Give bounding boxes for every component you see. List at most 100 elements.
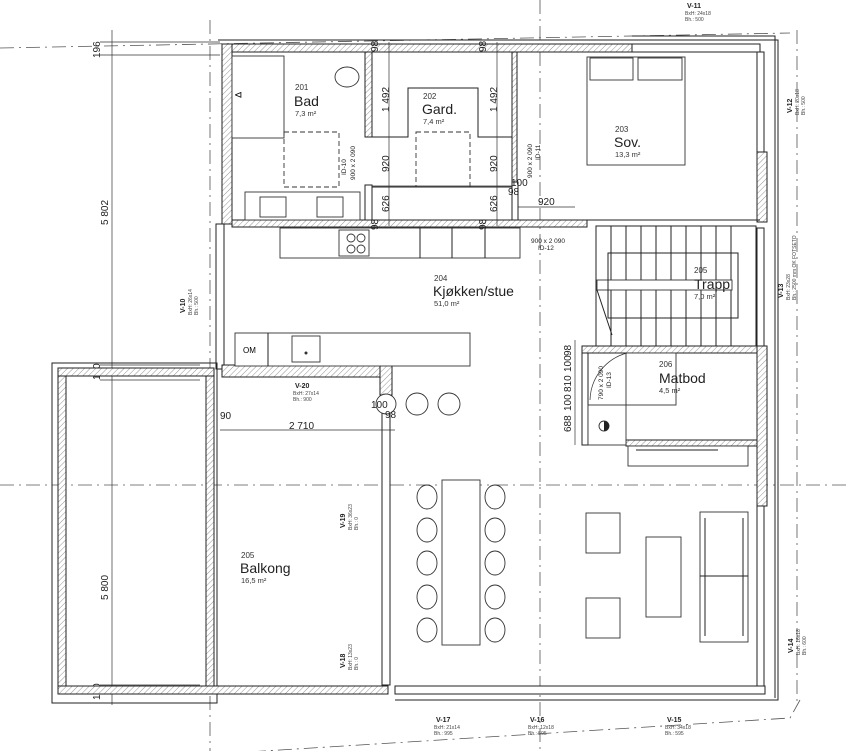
ventilation-icon: ⊲ [234, 90, 242, 101]
door-size-10: 900 x 2 090 [350, 146, 357, 180]
dim-5800: 5 800 [100, 575, 111, 600]
svg-text:Bh.: 0: Bh.: 0 [354, 657, 360, 670]
svg-text:98: 98 [478, 218, 489, 230]
svg-text:Bh.: 0: Bh.: 0 [354, 517, 360, 530]
dining-chair [484, 550, 506, 576]
svg-text:7,4 m²: 7,4 m² [423, 117, 445, 126]
svg-text:98: 98 [508, 187, 520, 198]
door-tags: ID-10 900 x 2 090 900 x 2 090 ID-11 900 … [341, 144, 613, 400]
svg-text:Bh.: 500: Bh.: 500 [801, 96, 807, 115]
door-id-12: ID-12 [538, 245, 554, 252]
svg-text:201: 201 [295, 83, 309, 92]
svg-text:205: 205 [241, 551, 255, 560]
svg-text:204: 204 [434, 274, 448, 283]
svg-text:V-12: V-12 [787, 98, 794, 113]
om-label: OM [243, 346, 256, 355]
svg-text:BxH: 27x14: BxH: 27x14 [293, 391, 319, 397]
svg-text:V-14: V-14 [788, 638, 795, 653]
svg-text:Bh.: 595: Bh.: 595 [528, 731, 547, 737]
svg-text:BxH: 26x14: BxH: 26x14 [188, 289, 194, 315]
dining-chair [416, 517, 438, 543]
svg-text:V-17: V-17 [436, 717, 451, 724]
svg-text:626: 626 [489, 195, 500, 212]
svg-text:1 492: 1 492 [489, 87, 500, 112]
dining-chair [416, 550, 438, 576]
room-label-kjokken: 204 Kjøkken/stue 51,0 m² [433, 274, 514, 308]
coffee-table [645, 536, 682, 618]
svg-text:98: 98 [563, 344, 574, 356]
armchair [585, 597, 621, 639]
pantry-fixtures [587, 352, 749, 467]
dining-table [441, 479, 481, 646]
svg-text:Bh.: 595: Bh.: 595 [665, 731, 684, 737]
kitchen-island [234, 332, 471, 367]
room-label-matbod: 206 Matbod 4,5 m² [659, 360, 706, 395]
svg-text:V-13: V-13 [778, 283, 785, 298]
svg-text:920: 920 [489, 155, 500, 172]
island-sink [291, 335, 321, 363]
bar-stool [437, 392, 461, 416]
svg-text:7,0 m²: 7,0 m² [694, 292, 716, 301]
svg-text:100: 100 [371, 400, 388, 411]
sofa [699, 511, 749, 643]
kitchen-fixtures: OM [234, 227, 521, 416]
svg-text:626: 626 [381, 195, 392, 212]
interior-dimensions: 98 98 1 492 1 492 920 920 626 626 98 98 … [220, 40, 576, 445]
door-size-13: 790 x 2 090 [598, 366, 605, 400]
dining-chair [416, 484, 438, 510]
svg-text:4,5 m²: 4,5 m² [659, 386, 681, 395]
dining-living-furniture [416, 479, 749, 646]
svg-text:Bad: Bad [294, 93, 319, 109]
svg-text:V-20: V-20 [295, 383, 310, 390]
dining-chair [416, 584, 438, 610]
svg-text:100: 100 [563, 394, 574, 411]
svg-text:Sov.: Sov. [614, 134, 641, 150]
svg-text:Bh.: 2500 mm OK FOTSETO: Bh.: 2500 mm OK FOTSETO [792, 235, 798, 300]
exterior-walls [215, 35, 779, 701]
svg-text:BxH: 16x18: BxH: 16x18 [796, 629, 802, 655]
door-id-13: ID-13 [606, 372, 613, 388]
svg-text:Gard.: Gard. [422, 101, 457, 117]
balcony-walls [51, 362, 389, 704]
svg-text:V-10: V-10 [180, 298, 187, 313]
svg-text:Bh.: 600: Bh.: 600 [802, 636, 808, 655]
svg-text:1 492: 1 492 [381, 87, 392, 112]
svg-text:Balkong: Balkong [240, 560, 291, 576]
svg-text:203: 203 [615, 125, 629, 134]
svg-text:BxH: 12x18: BxH: 12x18 [528, 725, 554, 731]
svg-text:V-15: V-15 [667, 717, 682, 724]
door-size-11: 900 x 2 090 [527, 144, 534, 178]
room-label-gard: 202 Gard. 7,4 m² [422, 92, 457, 126]
svg-text:BxH: 20x18: BxH: 20x18 [795, 89, 801, 115]
toilet [334, 66, 360, 88]
svg-text:Matbod: Matbod [659, 370, 706, 386]
svg-text:Bh.: 500: Bh.: 500 [194, 296, 200, 315]
svg-text:BxH: 13x23: BxH: 13x23 [348, 644, 354, 670]
svg-text:98: 98 [370, 218, 381, 230]
svg-text:Bh.: 500: Bh.: 500 [685, 17, 704, 23]
dining-chair [484, 484, 506, 510]
svg-text:688: 688 [563, 415, 574, 432]
svg-text:Trapp: Trapp [694, 276, 730, 292]
dining-chair [484, 517, 506, 543]
svg-text:V-18: V-18 [340, 653, 347, 668]
bedroom-furniture [586, 56, 686, 166]
svg-text:V-19: V-19 [340, 513, 347, 528]
svg-text:BxH: 36x23: BxH: 36x23 [348, 504, 354, 530]
svg-text:V-11: V-11 [687, 3, 701, 10]
svg-text:BxH: 23x28: BxH: 23x28 [786, 274, 792, 300]
sink [259, 196, 287, 218]
svg-text:BxH: 21x14: BxH: 21x14 [434, 725, 460, 731]
svg-text:Bh.: 900: Bh.: 900 [293, 397, 312, 403]
dim-5802: 5 802 [100, 200, 111, 225]
svg-text:16,5 m²: 16,5 m² [241, 576, 267, 585]
